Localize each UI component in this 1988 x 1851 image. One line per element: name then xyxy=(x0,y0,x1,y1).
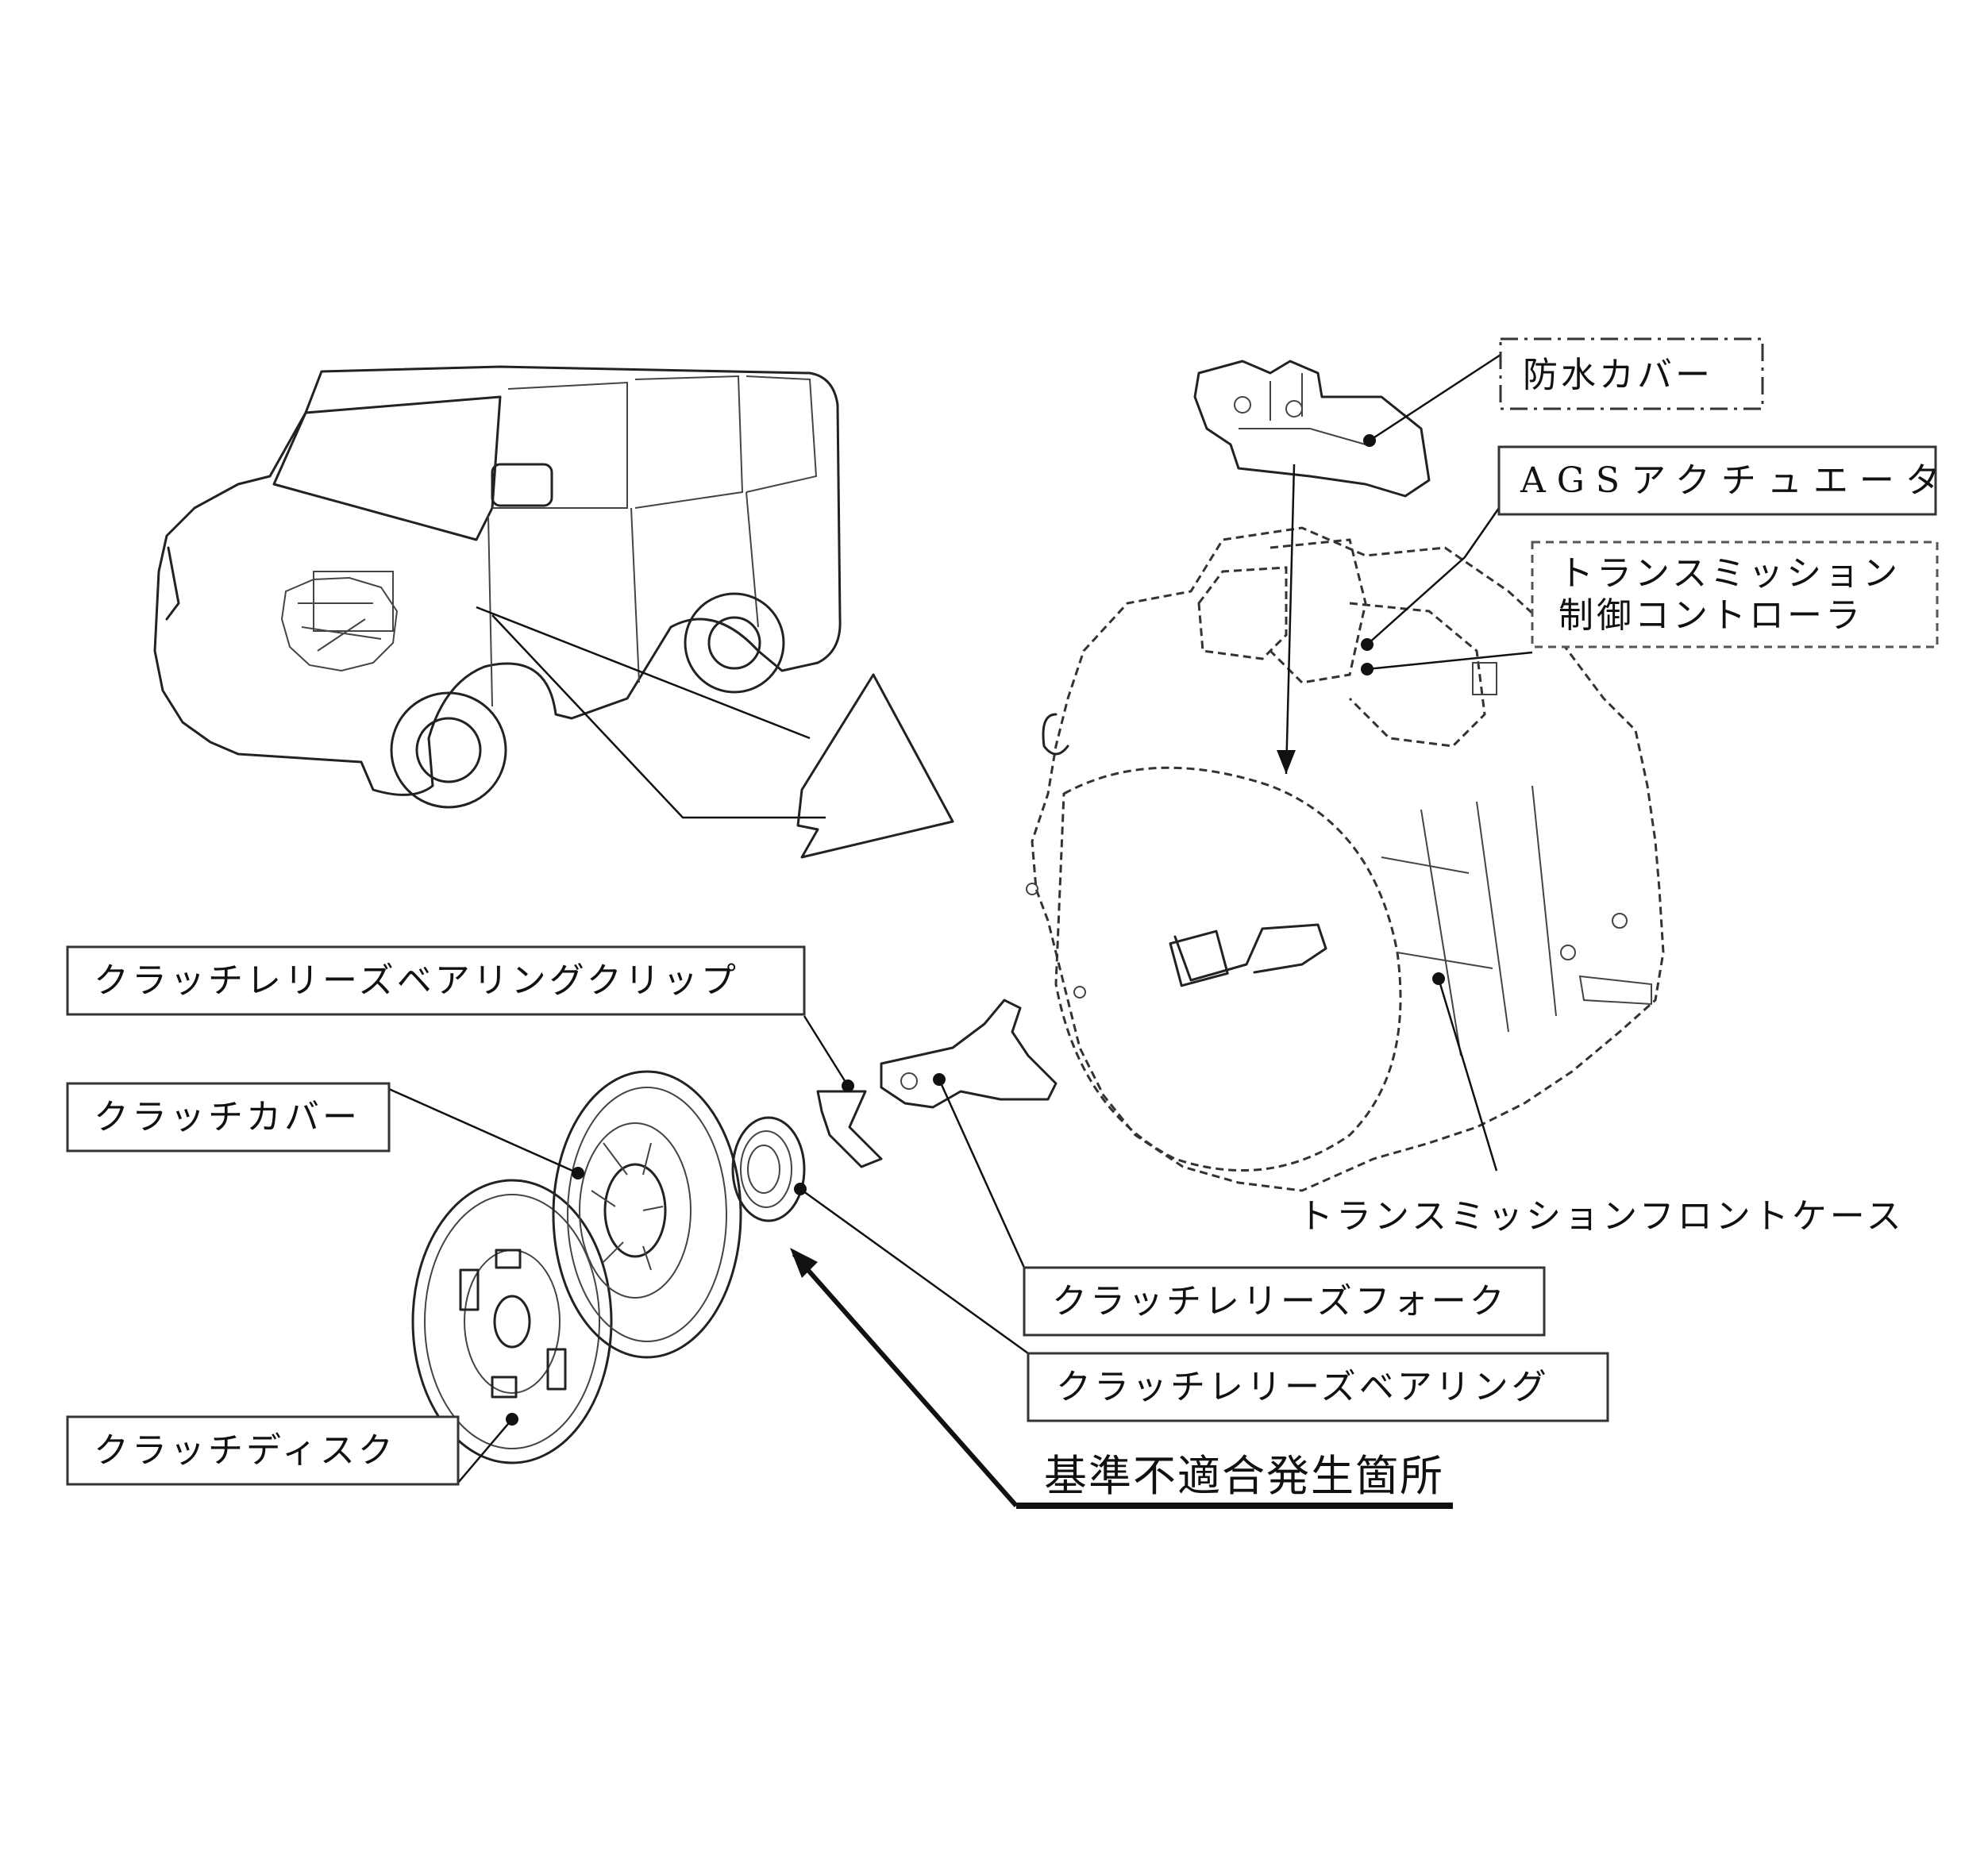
release-bearing-label: クラッチレリーズベアリング xyxy=(1056,1367,1550,1407)
label-clutch-cover: クラッチカバー xyxy=(66,1082,391,1153)
waterproof-cover-part xyxy=(1193,360,1431,498)
clutch-disc-label: クラッチディスク xyxy=(94,1430,396,1471)
release-fork-part xyxy=(880,999,1058,1109)
release-bearing-part xyxy=(731,1116,806,1222)
leader-lines xyxy=(388,353,1533,1483)
waterproof-cover-label: 防水カバー xyxy=(1523,355,1713,395)
clutch-cover-label: クラッチカバー xyxy=(94,1097,360,1137)
defect-location-label: 基準不適合発生箇所 xyxy=(1044,1451,1444,1501)
label-waterproof-cover: 防水カバー xyxy=(1499,337,1764,410)
clutch-cover-part xyxy=(552,1070,742,1359)
front-case-label: トランスミッションフロントケース xyxy=(1298,1196,1905,1237)
release-fork-label: クラッチレリーズフォーク xyxy=(1052,1281,1508,1322)
bearing-clip-label: クラッチレリーズベアリングクリップ xyxy=(94,960,739,1001)
ags-actuator-label: AGSアクチュエータ xyxy=(1520,460,1951,501)
label-clutch-disc: クラッチディスク xyxy=(66,1415,460,1486)
label-bearing-clip: クラッチレリーズベアリングクリップ xyxy=(66,945,806,1016)
transmission-illustration xyxy=(1026,526,1665,1192)
label-tcu: トランスミッション 制御コントローラ xyxy=(1531,541,1939,648)
label-release-bearing: クラッチレリーズベアリング xyxy=(1027,1352,1609,1422)
engine-location-sketch xyxy=(280,571,399,672)
bearing-clip-part xyxy=(816,1090,883,1168)
label-release-fork: クラッチレリーズフォーク xyxy=(1023,1266,1546,1337)
clutch-disc-part xyxy=(411,1179,613,1464)
label-ags-actuator: AGSアクチュエータ xyxy=(1497,445,1951,516)
tcu-label-line2: 制御コントローラ xyxy=(1558,595,1863,636)
van-illustration xyxy=(153,365,954,859)
tcu-label-line1: トランスミッション xyxy=(1558,553,1901,594)
